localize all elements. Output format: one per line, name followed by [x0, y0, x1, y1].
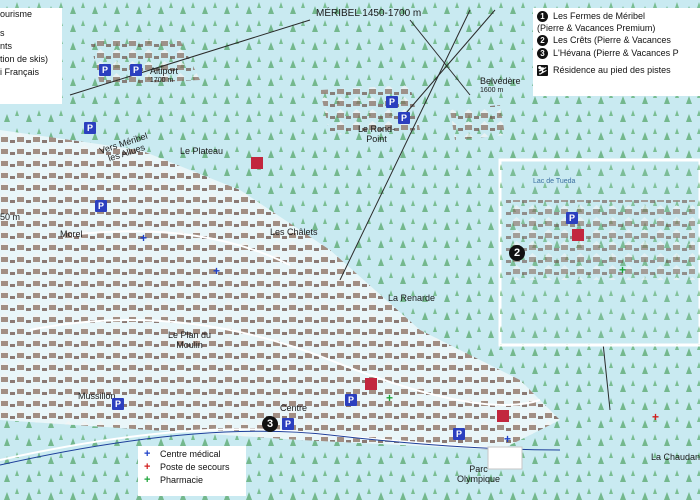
place-morel: Morel [60, 229, 83, 239]
legend-poste-secours: +Poste de secours [144, 461, 230, 473]
place-parc-olympique: Parc Olympique [457, 464, 501, 484]
medical-cross-icon: + [213, 264, 221, 278]
residence-number: 2 [537, 35, 548, 47]
pharmacy-cross-icon: + [144, 474, 151, 486]
left-altitude: 50 m [0, 212, 21, 222]
left-legend-line: s [0, 28, 5, 38]
place-plan-du-moulin: Le Plan du Moulin [168, 330, 212, 350]
parking-icon: P [386, 96, 398, 108]
parking-icon: P [453, 428, 465, 440]
left-legend-line: tion de skis) [0, 54, 49, 64]
lake-label: Lac de Tueda [533, 178, 576, 185]
residence-marker-2: 2 [509, 245, 525, 261]
parking-icon: P [99, 64, 111, 76]
left-legend-panel: ourisme s nts tion de skis) i Français [0, 8, 62, 104]
red-crosses-markers [251, 157, 584, 422]
first-aid-cross-icon: + [652, 410, 660, 424]
map-title: MÉRIBEL 1450-1700 m [316, 8, 422, 19]
parking-icon: P [398, 112, 410, 124]
residence-marker-3: 3 [262, 416, 278, 432]
place-renarde: La Renarde [388, 293, 436, 303]
parking-icon: P [130, 64, 142, 76]
left-legend-line: ourisme [0, 9, 33, 19]
pharmacy-cross-icon: + [386, 391, 394, 405]
medical-cross-icon: + [504, 432, 512, 446]
medical-cross-icon: + [140, 231, 148, 245]
parking-icon: P [345, 394, 357, 406]
services-legend: +Centre médical +Poste de secours +Pharm… [138, 446, 246, 496]
left-legend-line: nts [0, 41, 13, 51]
residence-number: 3 [537, 48, 548, 60]
place-chalets: Les Châlets [270, 227, 318, 237]
place-mussillon: Mussillon [78, 391, 116, 401]
parking-icon: P [84, 122, 96, 134]
parking-icon: P [112, 398, 124, 410]
first-aid-cross-icon: + [144, 461, 151, 473]
place-centre: Centre [280, 403, 308, 413]
legend-pharmacie: +Pharmacie [144, 474, 204, 486]
parking-icon: P [282, 418, 294, 430]
place-la-chaudanne: La Chaudan [651, 452, 700, 462]
pharmacy-cross-icon: + [619, 263, 627, 277]
parking-icon: P [566, 212, 578, 224]
legend-centre-medical: +Centre médical [144, 448, 221, 460]
parc-olympique-building [487, 446, 523, 470]
legend-item-ski-in: ⛷Résidence au pied des pistes [537, 65, 671, 77]
place-rond-point: Le Rond- Point [358, 124, 396, 144]
residence-number: 1 [537, 11, 548, 23]
roads [0, 230, 541, 461]
medical-cross-icon: + [144, 448, 151, 460]
parking-icon: P [95, 200, 107, 212]
left-legend-line: i Français [0, 67, 40, 77]
place-plateau: Le Plateau [180, 146, 224, 156]
skier-icon: ⛷ [537, 65, 548, 77]
